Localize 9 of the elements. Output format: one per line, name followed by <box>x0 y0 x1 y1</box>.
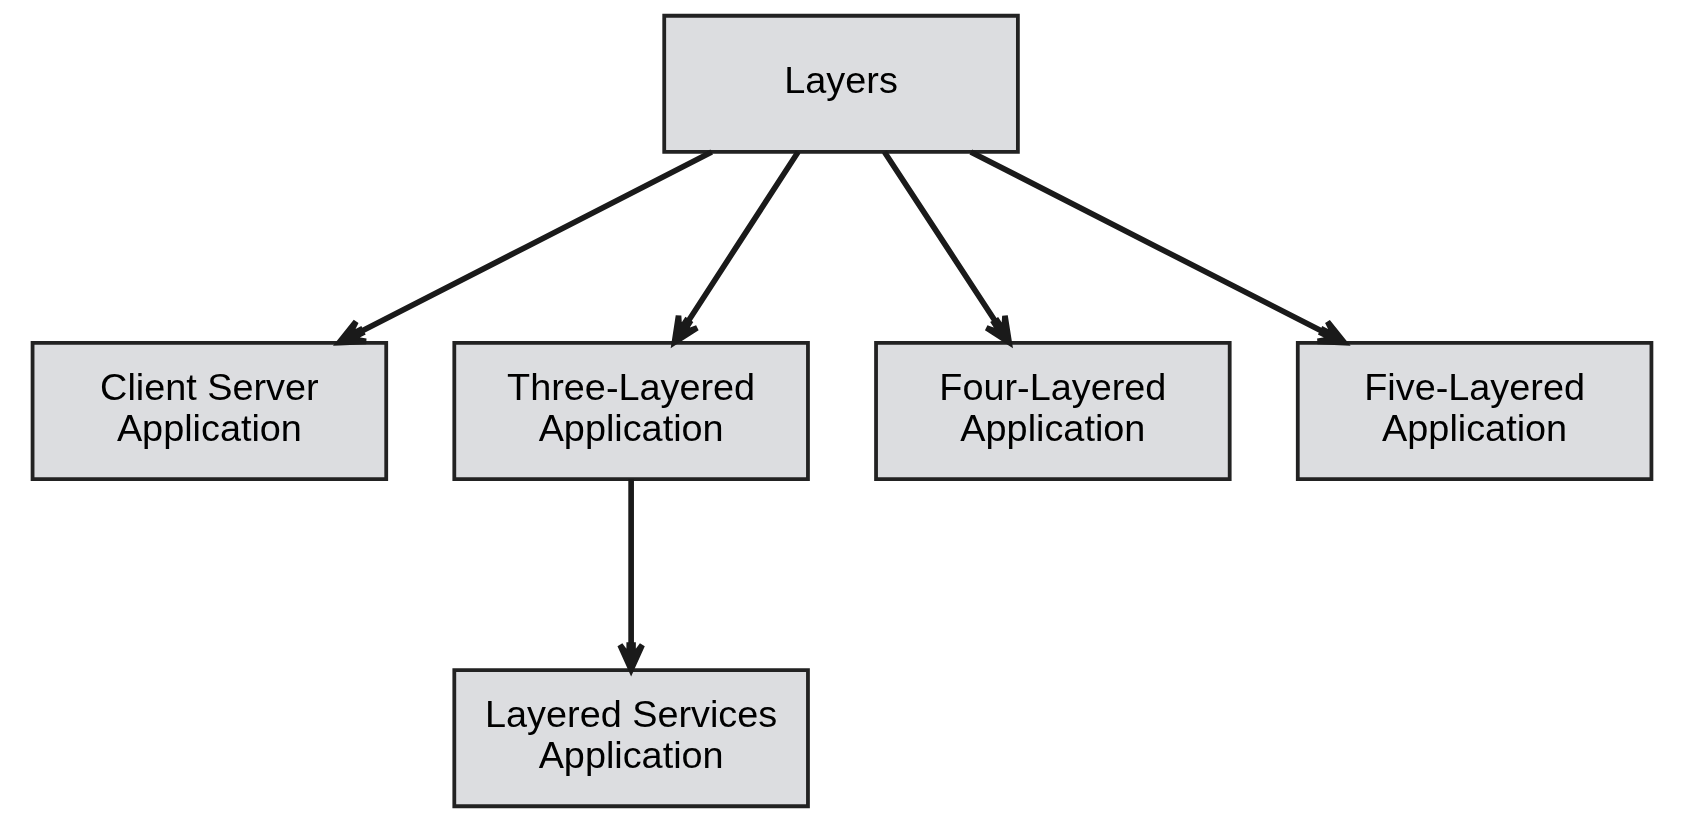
node-box: Four-Layered Application <box>873 341 1232 481</box>
arrow <box>671 150 800 346</box>
node-box: Client Server Application <box>30 341 388 481</box>
node-box: Three-Layered Application <box>451 341 810 481</box>
arrow <box>335 149 713 346</box>
node-box: Layered Services Application <box>451 668 810 809</box>
node-box: Five-Layered Application <box>1295 341 1653 481</box>
arrow <box>881 150 1012 346</box>
node-box: Layers <box>661 13 1020 154</box>
